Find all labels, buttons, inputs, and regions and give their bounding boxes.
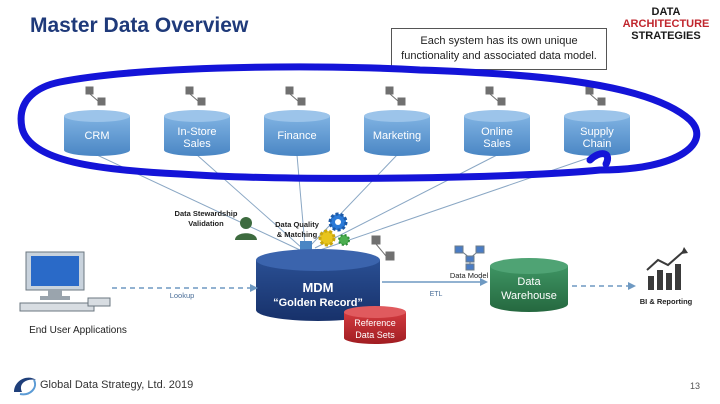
system-crm: CRM [64,110,130,156]
quality-label-1: Data Quality [275,220,320,229]
model-icon-crm [85,86,106,106]
quality-label-2: & Matching [277,230,318,239]
system-online: Online Sales [464,110,530,156]
company-logo: DATA ARCHITECTURE STRATEGIES [618,6,714,42]
bar-chart-icon [646,247,688,290]
end-user-label: End User Applications [29,325,127,336]
page-title: Master Data Overview [30,14,249,37]
stewardship-label-2: Validation [188,219,224,228]
logo-line-3: STRATEGIES [631,30,701,42]
bi-arrowhead [628,282,636,290]
reference-label-1: Reference [354,318,396,328]
system-cylinders: CRM In-Store Sales Finance Marketing Onl… [64,110,630,156]
quality-marker [300,241,312,251]
connector-supply [319,154,598,251]
bi-label: BI & Reporting [640,297,693,306]
reference-cylinder: Reference Data Sets [344,306,406,344]
system-supply: Supply Chain [564,110,630,156]
marker-annotation-loop [17,63,701,182]
warehouse-label-1: Data [517,276,541,288]
system-finance-label: Finance [277,130,316,142]
system-crm-label: CRM [84,130,109,142]
system-supply-label-1: Supply [580,126,614,138]
model-icon-marketing [385,86,406,106]
mdm-cylinder: MDM “Golden Record” [256,249,380,321]
etl-arrowhead [480,278,488,286]
footer-text: Global Data Strategy, Ltd. 2019 [40,379,194,391]
model-icon-finance [285,86,306,106]
data-model-label: Data Model [450,271,489,280]
lookup-label: Lookup [170,291,195,300]
system-instore-label-1: In-Store [177,126,216,138]
system-supply-label-2: Chain [583,138,612,150]
connector-finance [296,154,306,247]
mdm-model-icon [371,235,395,261]
system-marketing: Marketing [364,110,430,156]
page-number: 13 [690,381,701,391]
logo-line-1: DATA [651,6,681,18]
connector-online [314,154,498,249]
mdm-label: MDM [302,280,333,295]
data-model-icons [85,86,606,106]
lookup-arrowhead [250,284,258,292]
system-instore-label-2: Sales [183,138,211,150]
computer-icon [19,251,111,312]
etl-label: ETL [430,291,443,298]
warehouse-cylinder: Data Warehouse [490,258,568,312]
gears-icon [318,212,350,247]
logo-line-2: ARCHITECTURE [622,18,710,30]
mdm-golden-label: “Golden Record” [273,297,363,309]
marker-annotation-end [586,150,611,168]
callout-note: Each system has its own unique functiona… [391,28,607,70]
warehouse-label-2: Warehouse [501,290,557,302]
person-icon [235,217,257,240]
system-online-label-2: Sales [483,138,511,150]
system-finance: Finance [264,110,330,156]
reference-label-2: Data Sets [355,330,395,340]
system-instore: In-Store Sales [164,110,230,156]
system-marketing-label: Marketing [373,130,421,142]
connector-instore [196,154,303,249]
model-icon-instore [185,86,206,106]
model-icon-online [485,86,506,106]
system-online-label-1: Online [481,126,513,138]
note-line-2: functionality and associated data model. [401,50,597,62]
note-line-1: Each system has its own unique [420,35,578,47]
model-icon-supply [585,86,606,106]
network-icon [454,245,485,271]
footer-logo-icon [14,377,36,396]
stewardship-label-1: Data Stewardship [175,209,238,218]
